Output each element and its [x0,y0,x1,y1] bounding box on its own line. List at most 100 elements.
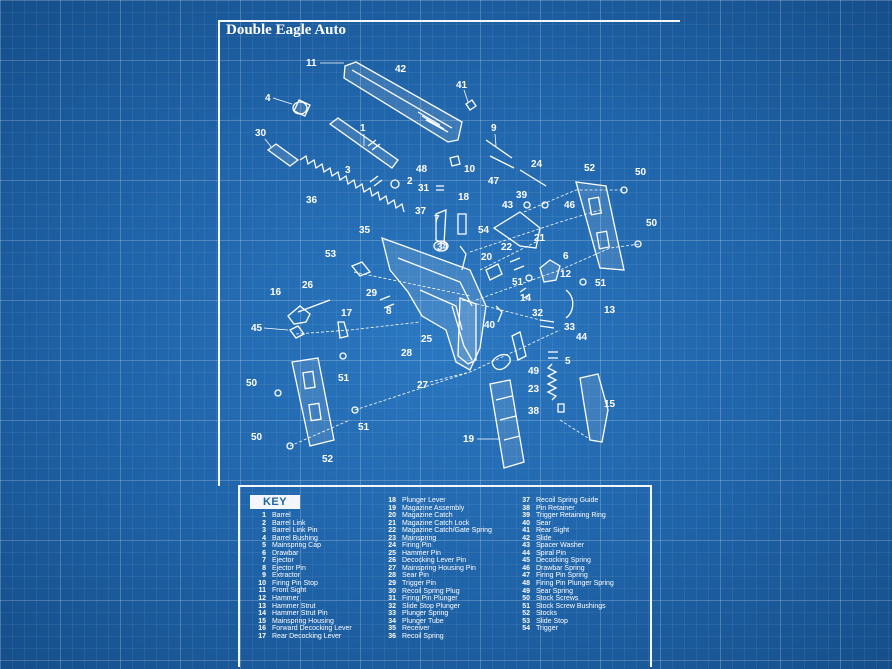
key-number: 35 [388,625,396,633]
key-part-name: Pin Retainer [536,504,575,512]
callout-29: 29 [366,288,378,299]
callout-42: 42 [395,64,407,75]
callout-10: 10 [464,164,476,175]
key-row: 38 Pin Retainer [514,505,614,513]
key-part-name: Mainspring Cap [272,542,322,550]
callout-15: 15 [604,399,616,410]
key-part-name: Firing Pin Stop [272,579,318,587]
callout-50-left-bottom: 50 [251,432,263,443]
part-decocking-levers [287,261,395,339]
key-part-name: Firing Pin Plunger Spring [536,580,614,588]
callout-44: 44 [576,332,588,343]
key-number: 2 [262,519,266,527]
callout-11: 11 [306,58,317,69]
key-part-name: Ejector [272,557,294,565]
key-number: 30 [388,587,396,595]
key-part-name: Rear Sight [536,527,570,535]
callout-16: 16 [270,287,282,298]
callouts: 11 42 41 4 1 9 30 3 48 10 24 52 50 2 47 … [246,58,658,465]
callout-54: 54 [478,225,490,236]
key-number: 39 [522,512,530,520]
key-number: 32 [388,602,396,610]
key-part-name: Spiral Pin [536,549,566,557]
key-number: 38 [522,504,530,512]
key-number: 19 [388,504,396,512]
key-part-name: Barrel Link [272,519,306,527]
key-number: 36 [388,632,396,640]
callout-51-left-bottom: 51 [358,422,370,433]
key-part-name: Drawbar Spring [536,564,585,572]
callout-47: 47 [488,176,500,187]
part-magazine [489,353,525,469]
key-row: 32 Slide Stop Plunger [380,603,492,611]
key-part-name: Magazine Catch [402,512,453,520]
callout-36: 36 [306,195,318,206]
callout-25: 25 [421,334,433,345]
key-number: 44 [522,549,530,557]
key-row: 19 Magazine Assembly [380,505,492,513]
key-part-name: Stock Screw Bushings [536,602,606,610]
key-number: 49 [522,587,530,595]
callout-12: 12 [560,269,572,280]
key-part-name: Trigger Pin [402,580,436,588]
key-number: 21 [388,519,396,527]
key-number: 34 [388,617,396,625]
key-number: 8 [262,564,266,572]
key-part-name: Receiver [402,625,430,633]
key-part-name: Decocking Spring [536,557,591,565]
callout-51-left-top: 51 [338,373,350,384]
key-part-name: Stock Screws [536,595,579,603]
key-row: 35 Receiver [380,625,492,633]
callout-51-center: 51 [512,277,524,288]
key-number: 54 [522,625,530,633]
key-number: 27 [388,564,396,572]
key-number: 46 [522,564,530,572]
key-part-name: Magazine Assembly [402,504,465,512]
key-part-name: Firing Pin [402,542,432,550]
callout-7: 7 [434,214,440,225]
callout-52-left: 52 [322,454,334,465]
callout-14: 14 [520,293,532,304]
key-number: 42 [522,534,530,542]
callout-49: 49 [528,366,540,377]
callout-8: 8 [386,306,392,317]
callout-13: 13 [604,305,616,316]
key-number: 33 [388,610,396,618]
callout-48: 48 [416,164,428,175]
callout-22: 22 [501,242,513,253]
callout-1: 1 [360,123,366,134]
key-number: 10 [258,579,266,587]
key-part-name: Sear [536,519,551,527]
callout-43: 43 [502,200,514,211]
callout-52-right: 52 [584,163,596,174]
key-number: 47 [522,572,530,580]
key-part-name: Trigger Retaining Ring [536,512,606,520]
callout-17: 17 [341,308,353,319]
key-part-name: Slide Stop Plunger [402,602,460,610]
key-part-name: Hammer Strut [272,602,316,610]
key-part-name: Recoil Spring [402,632,444,640]
key-number: 1 [262,512,266,519]
key-part-name: Slide [536,534,552,542]
key-part-name: Front Sight [272,587,307,595]
